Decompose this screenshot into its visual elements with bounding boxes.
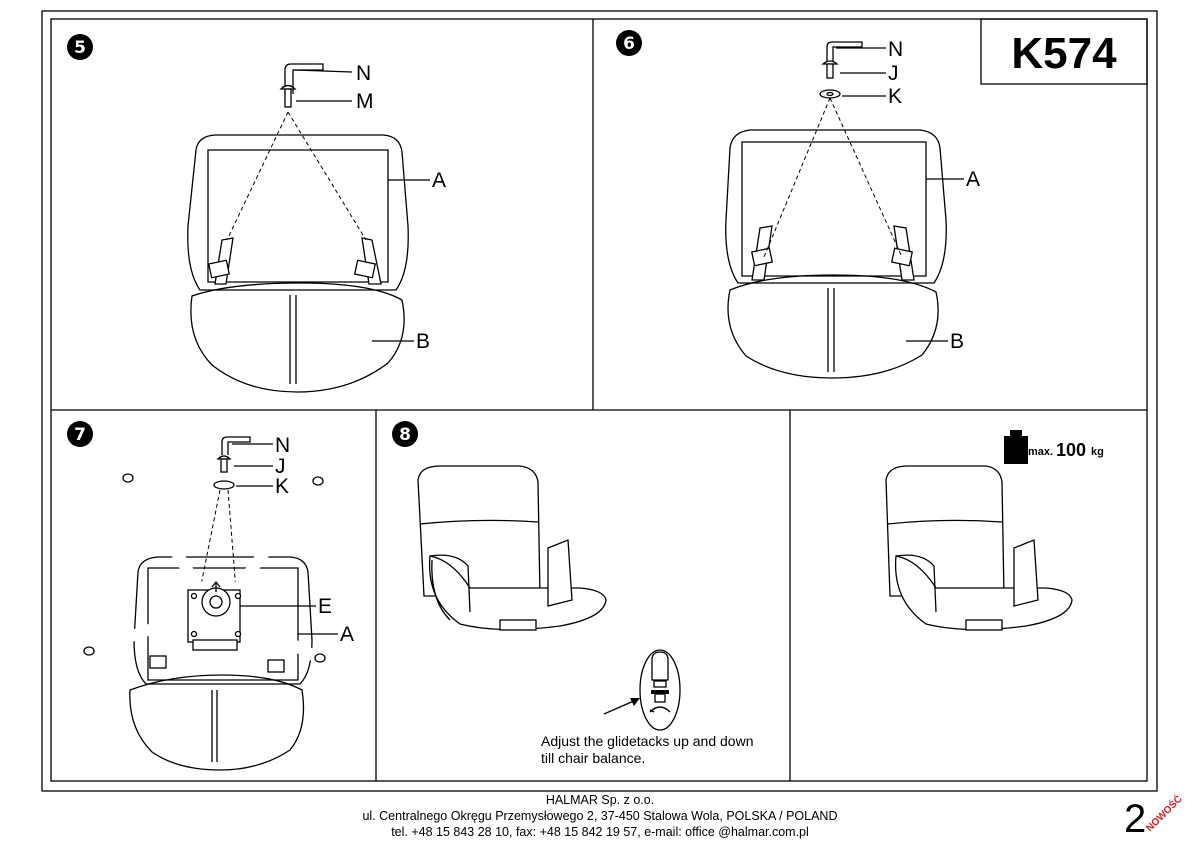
step-badge-5 [67, 34, 93, 60]
part-label-B: B [416, 330, 430, 353]
chair-icon [417, 465, 607, 756]
part-label-A: A [432, 169, 446, 192]
part-label-K: K [888, 85, 902, 108]
panel-frames [41, 10, 1158, 792]
seat-cushion-icon [727, 274, 939, 379]
part-label-N: N [275, 434, 290, 457]
washer-icon [819, 89, 841, 99]
seat-cushion-icon [129, 674, 305, 771]
footer-address: ul. Centralnego Okręgu Przemysłowego 2, … [362, 809, 837, 823]
weight-icon [1004, 430, 1028, 464]
part-label-J: J [275, 455, 286, 478]
part-label-K: K [275, 475, 289, 498]
step-6-panel: 6 N J K A B [616, 30, 980, 379]
max-load-panel: max. 100 kg [885, 430, 1104, 755]
step-8-panel: 8 Adjust th [392, 421, 753, 766]
max-load-value: 100 [1056, 440, 1086, 460]
page-number: 2 [1124, 797, 1146, 841]
max-load-unit: kg [1091, 446, 1104, 458]
part-label-E: E [318, 595, 332, 618]
step-number-6: 6 [623, 34, 635, 54]
step-7-panel: 7 N J K [67, 421, 354, 771]
seat-shell-icon [133, 556, 313, 685]
bolt-icon [279, 84, 297, 90]
seat-shell-icon [187, 134, 409, 291]
bolt-icon [216, 455, 232, 460]
step-number-8: 8 [399, 425, 411, 445]
part-label-A: A [340, 623, 354, 646]
part-label-A: A [966, 168, 980, 191]
step-badge-6 [616, 30, 642, 56]
new-stamp: NOWOŚĆ [1143, 792, 1185, 834]
model-code-box: K574 [980, 18, 1148, 85]
washer-icon [213, 480, 235, 490]
model-code: K574 [1011, 29, 1117, 78]
step-number-5: 5 [74, 38, 86, 58]
bolt-icon [821, 60, 839, 65]
allen-key-icon [221, 436, 251, 455]
part-label-J: J [888, 62, 899, 85]
footer-contact: tel. +48 15 843 28 10, fax: +48 15 842 1… [391, 825, 809, 839]
leg-base-icon [83, 470, 326, 666]
seat-cushion-icon [190, 282, 405, 393]
glide-detail-icon [639, 649, 681, 731]
max-load-prefix: max. [1028, 446, 1053, 458]
part-label-B: B [950, 330, 964, 353]
part-label-M: M [356, 90, 374, 113]
step-badge-7 [67, 421, 93, 447]
footer: HALMAR Sp. z o.o. ul. Centralnego Okręgu… [362, 792, 1184, 841]
part-label-N: N [356, 62, 371, 85]
allen-key-icon [826, 41, 863, 62]
part-label-N: N [888, 38, 903, 61]
chair-icon [885, 465, 1075, 755]
step-number-7: 7 [74, 425, 86, 445]
footer-company: HALMAR Sp. z o.o. [546, 793, 654, 807]
adjust-note-line1: Adjust the glidetacks up and down [541, 733, 753, 749]
step-badge-8 [392, 421, 418, 447]
allen-key-icon [284, 63, 324, 94]
adjust-note-line2: till chair balance. [541, 750, 645, 766]
step-5-panel: 5 N M A B [67, 34, 446, 393]
seat-shell-icon [725, 129, 947, 284]
